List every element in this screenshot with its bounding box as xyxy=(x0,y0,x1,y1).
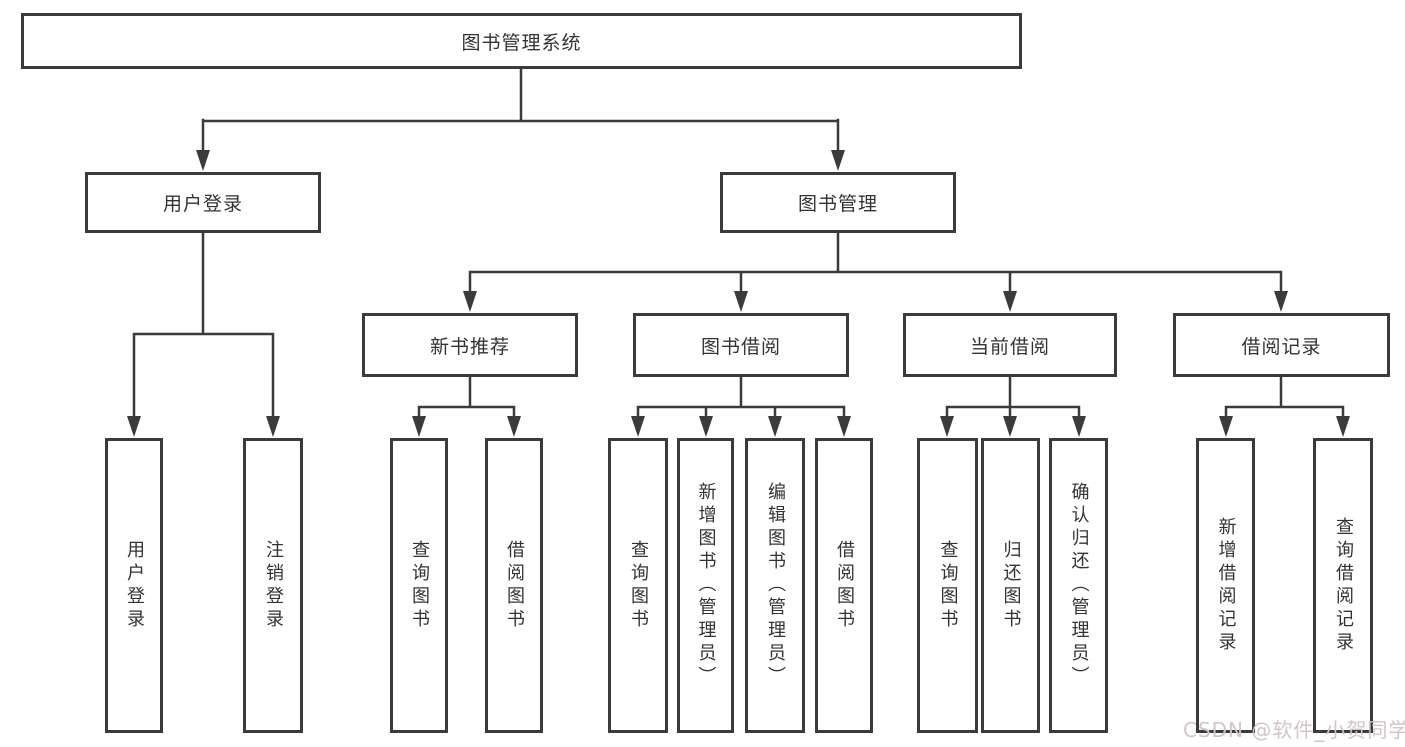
node-book-management: 图书管理 xyxy=(720,172,956,233)
leaf-user-login: 用户登录 xyxy=(105,438,163,733)
connector-borrow-children xyxy=(636,375,846,421)
leaf-edit-book-admin: 编辑图书（管理员） xyxy=(745,438,805,733)
leaf-user-login-label: 用户登录 xyxy=(124,539,145,632)
connector-root-to-level2 xyxy=(201,67,840,155)
leaf-recommend-borrow-book: 借阅图书 xyxy=(485,438,543,733)
node-borrow-record: 借阅记录 xyxy=(1173,313,1390,377)
leaf-recommend-query-book-label: 查询图书 xyxy=(409,539,430,632)
node-user-login: 用户登录 xyxy=(85,172,321,233)
node-new-book-recommend-label: 新书推荐 xyxy=(429,335,510,358)
node-user-login-label: 用户登录 xyxy=(162,193,243,215)
node-book-borrow: 图书借阅 xyxy=(633,313,849,377)
leaf-logout-label: 注销登录 xyxy=(263,539,284,632)
leaf-logout: 注销登录 xyxy=(243,438,303,733)
node-book-management-label: 图书管理 xyxy=(797,193,878,215)
arrowheads xyxy=(127,150,1350,437)
node-root-label: 图书管理系统 xyxy=(461,31,582,54)
leaf-return-book: 归还图书 xyxy=(981,438,1040,733)
leaf-recommend-query-book: 查询图书 xyxy=(390,438,448,733)
node-current-borrow-label: 当前借阅 xyxy=(969,335,1050,358)
leaf-query-borrow-record-label: 查询借阅记录 xyxy=(1333,516,1354,655)
leaf-add-borrow-record-label: 新增借阅记录 xyxy=(1215,516,1237,655)
node-new-book-recommend: 新书推荐 xyxy=(362,313,578,377)
node-borrow-record-label: 借阅记录 xyxy=(1241,335,1322,358)
leaf-add-book-admin: 新增图书（管理员） xyxy=(677,438,734,733)
leaf-current-query-book-label: 查询图书 xyxy=(937,539,959,632)
leaf-return-book-label: 归还图书 xyxy=(1000,539,1022,632)
connector-recommend-children xyxy=(417,375,516,421)
leaf-confirm-return-admin: 确认归还（管理员） xyxy=(1049,438,1108,733)
leaf-borrow-query-book-label: 查询图书 xyxy=(628,539,649,632)
node-book-borrow-label: 图书借阅 xyxy=(700,335,781,358)
node-root: 图书管理系统 xyxy=(21,13,1022,69)
connector-current-children xyxy=(945,375,1081,421)
csdn-watermark: CSDN @软件_小贺同学 xyxy=(1183,718,1405,742)
leaf-edit-book-admin-label: 编辑图书（管理员） xyxy=(765,482,786,689)
leaf-borrow-book: 借阅图书 xyxy=(815,438,873,733)
leaf-add-borrow-record: 新增借阅记录 xyxy=(1196,438,1255,733)
leaf-add-book-admin-label: 新增图书（管理员） xyxy=(695,482,717,689)
leaf-query-borrow-record: 查询借阅记录 xyxy=(1313,438,1373,733)
node-current-borrow: 当前借阅 xyxy=(903,313,1117,377)
leaf-recommend-borrow-book-label: 借阅图书 xyxy=(504,539,525,632)
connector-record-children xyxy=(1224,375,1345,421)
connector-book-management-children xyxy=(468,231,1283,296)
leaf-confirm-return-admin-label: 确认归还（管理员） xyxy=(1068,482,1090,689)
leaf-borrow-book-label: 借阅图书 xyxy=(834,539,855,632)
leaf-borrow-query-book: 查询图书 xyxy=(608,438,668,733)
leaf-current-query-book: 查询图书 xyxy=(917,438,978,733)
connector-user-login-children xyxy=(132,231,275,421)
